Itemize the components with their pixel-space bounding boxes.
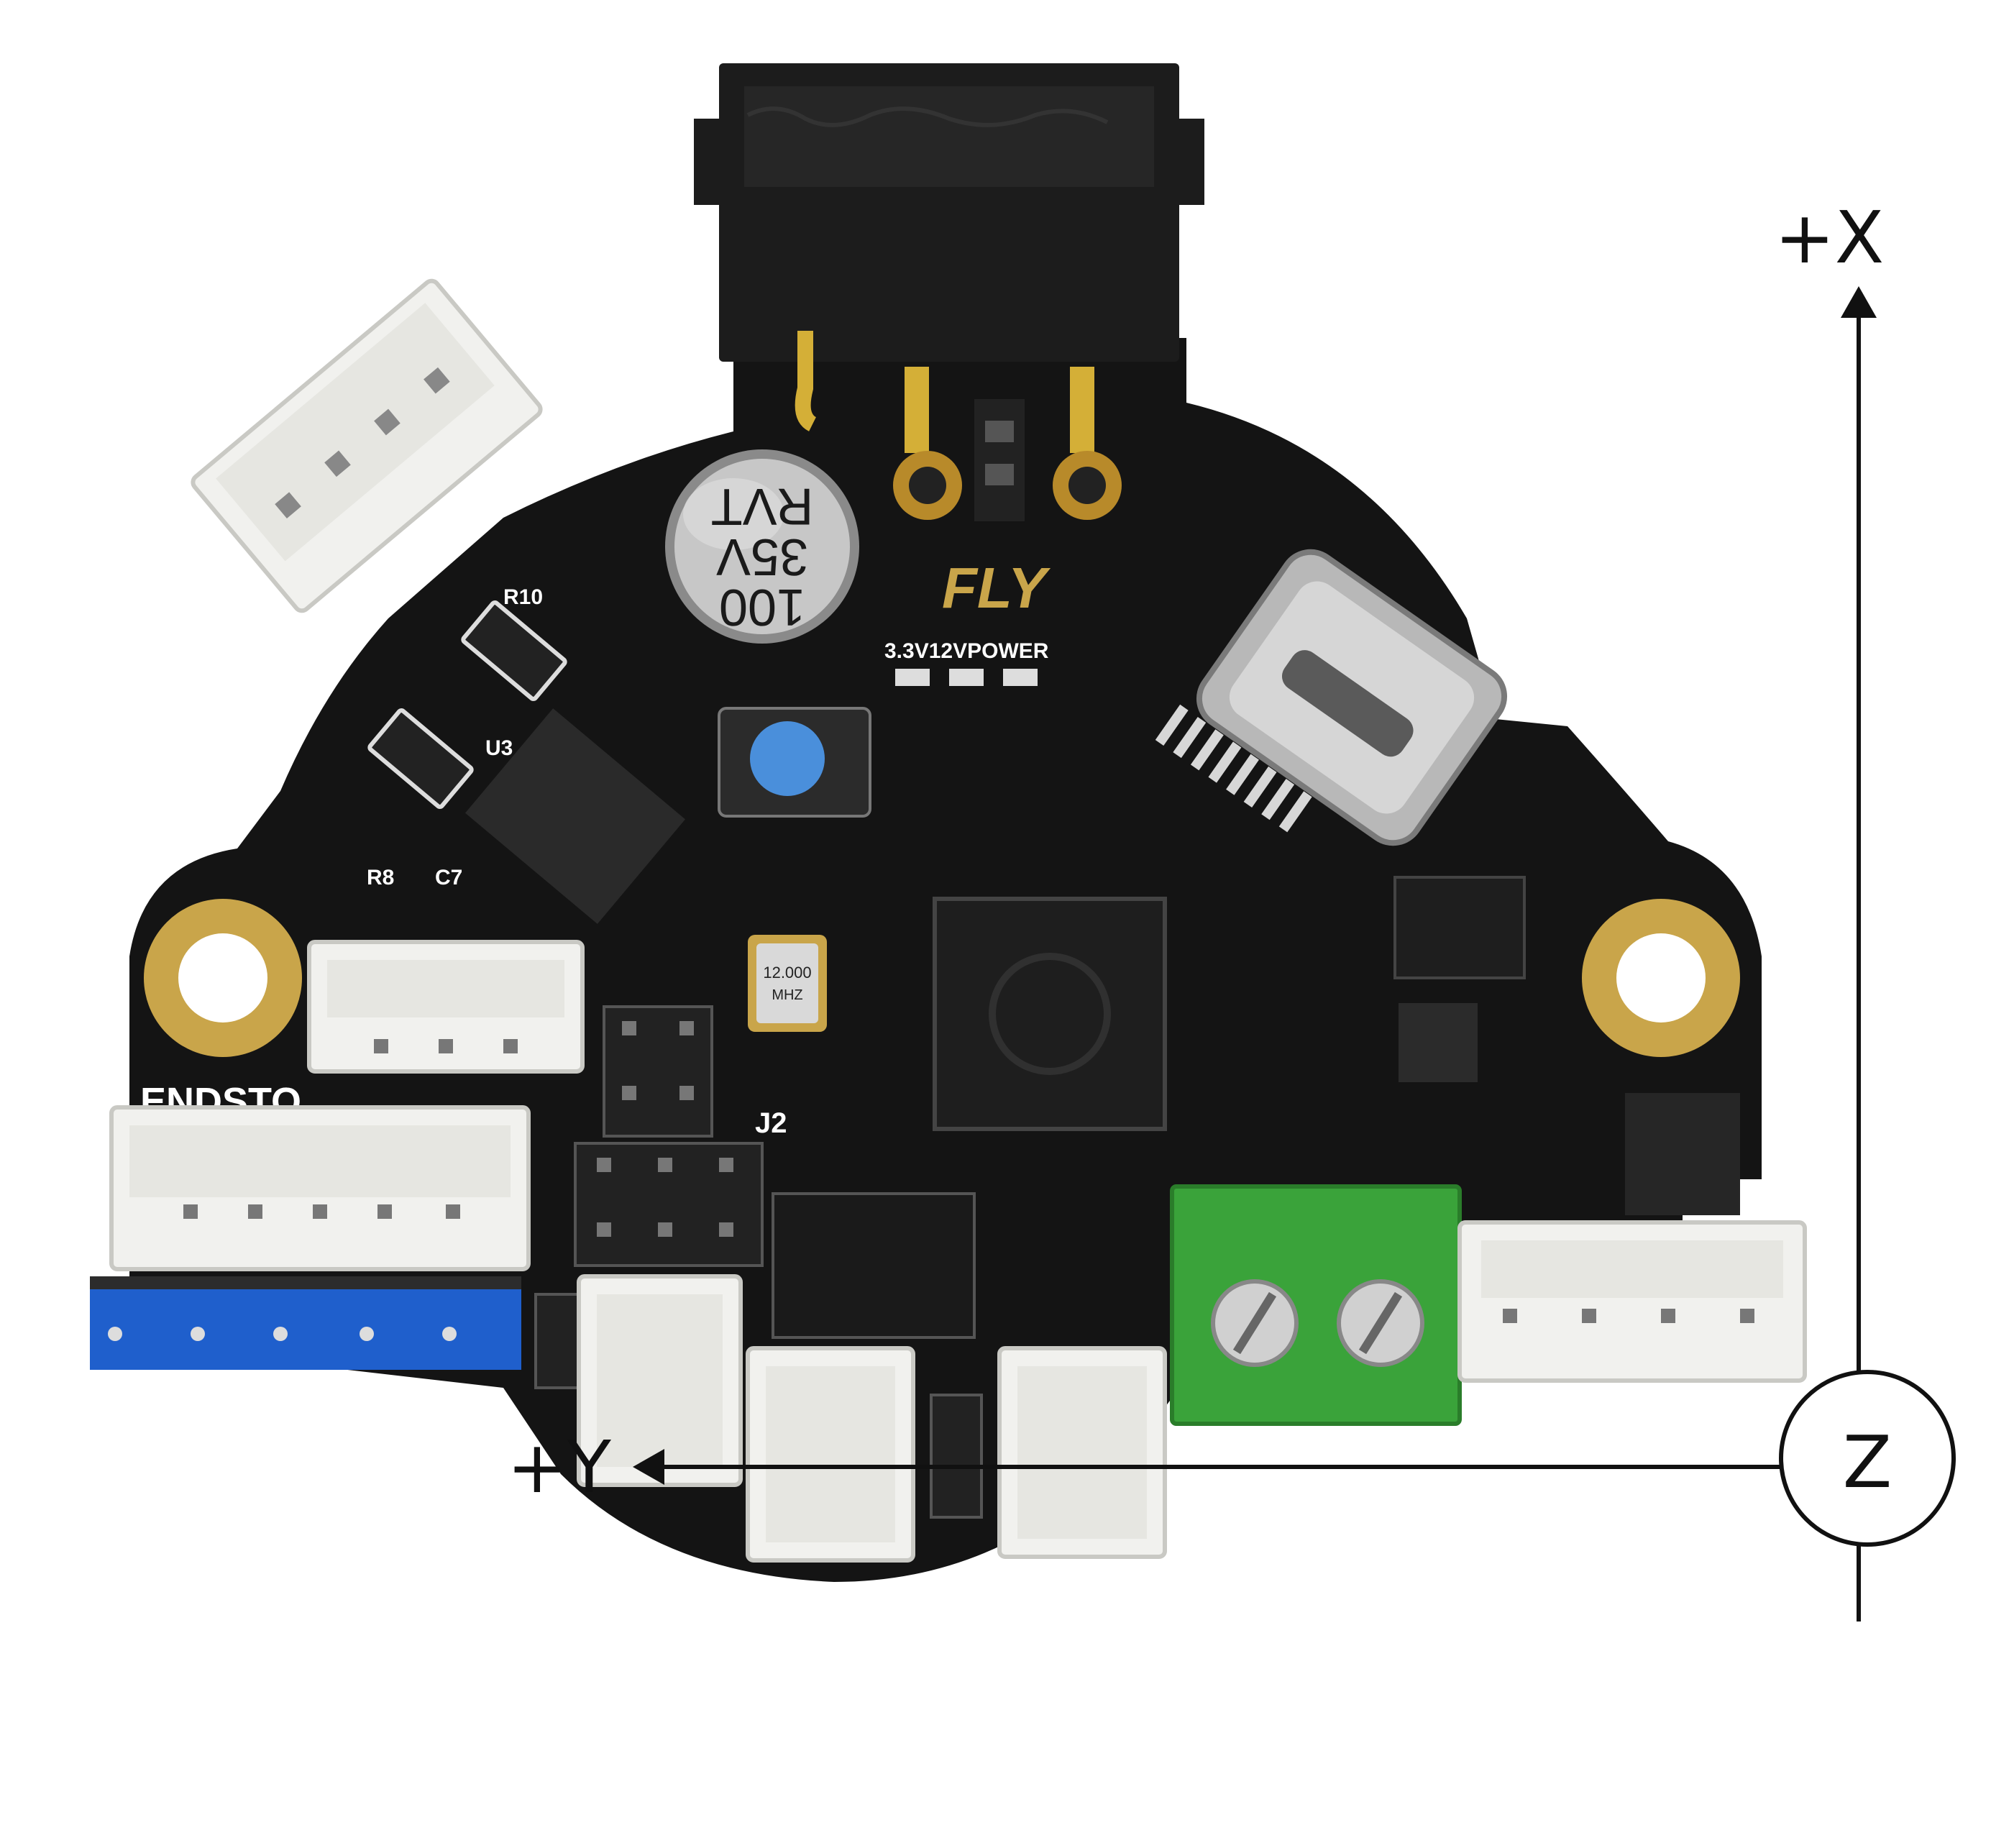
connector-endstop[interactable] [109,1105,531,1271]
chip-far-right [1625,1093,1740,1215]
usb-c-port[interactable] [1155,536,1516,892]
chip-u3 [465,708,685,924]
label-c7: C7 [435,866,462,889]
crystal-line-2: MHZ [772,987,802,1003]
gold-pins [795,331,1122,521]
connector-right[interactable] [1457,1220,1807,1383]
electrolytic-capacitor: 100 35V RVT [665,449,859,644]
connector-bottom-2[interactable] [746,1346,915,1563]
resistors [367,600,567,809]
label-u3: U3 [485,736,513,760]
cap-line-2: 35V [716,528,808,585]
connector-bottom-3[interactable] [997,1346,1167,1559]
label-j2: J2 [755,1107,787,1139]
reset-button[interactable] [718,707,871,818]
mounting-hole-left [144,899,302,1057]
mcu-chip [933,897,1167,1131]
connector-jst-upper[interactable] [307,940,585,1074]
axis-x-label: +X [1775,196,1884,280]
connector-topleft[interactable] [190,278,543,614]
chip-right [1393,876,1526,979]
led-labels: 3.3V12VPOWER [884,639,1049,663]
inductor [1399,1003,1478,1082]
terminal-block[interactable] [1170,1184,1462,1426]
axis-z-circle [1779,1370,1956,1547]
axis-y-label: +Y [507,1425,612,1509]
power-connector-housing [694,63,1204,362]
blue-pin-header[interactable] [90,1276,521,1370]
label-r8: R8 [367,866,394,889]
axis-z-label: Z [1843,1420,1892,1504]
pin-headers-black[interactable] [534,1005,983,1519]
label-r10: R10 [503,585,543,609]
status-leds [895,669,1038,686]
connector-bottom-1[interactable] [577,1274,743,1487]
cap-line-1: 100 [719,578,805,636]
brand-label: FLY [942,556,1051,620]
axis-y-arrow [633,1449,1780,1485]
mounting-hole-right [1582,899,1740,1057]
crystal-line-1: 12.000 [763,964,811,982]
crystal: 12.000 MHZ [748,935,827,1032]
cap-line-3: RVT [711,477,814,535]
